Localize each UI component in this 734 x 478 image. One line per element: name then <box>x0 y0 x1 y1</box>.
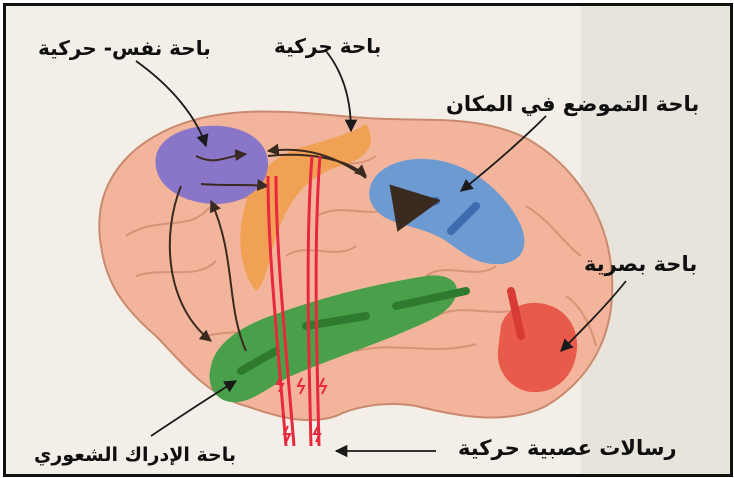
diagram-frame: باحة نفس- حركية باحة حركية باحة التموضع … <box>3 3 733 477</box>
label-motor-area: باحة حركية <box>274 36 381 56</box>
label-spatial-area: باحة التموضع في المكان <box>446 94 699 115</box>
label-motor-messages: رسالات عصبية حركية <box>458 438 677 459</box>
brain-diagram <box>6 6 730 474</box>
label-visual-area: باحة بصرية <box>584 254 697 275</box>
label-psychomotor-area: باحة نفس- حركية <box>38 38 211 58</box>
label-conscious-perception: باحة الإدراك الشعوري <box>34 446 236 465</box>
